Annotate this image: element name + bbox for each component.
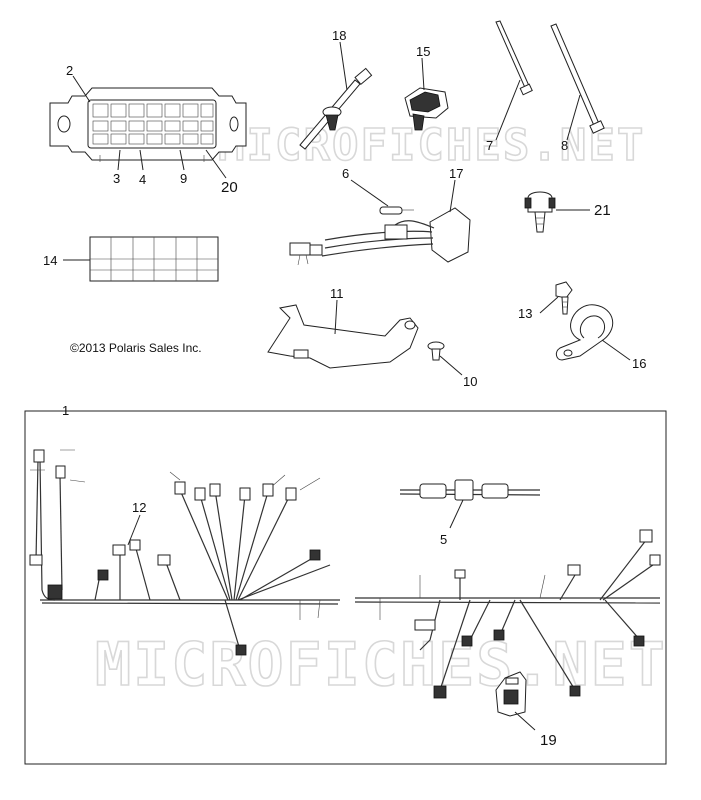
callout-1: 1 [62,403,69,418]
copyright-text: ©2013 Polaris Sales Inc. [70,341,202,355]
inline-fuse-holder[interactable] [399,479,541,501]
callout-7: 7 [486,138,493,153]
harness-clip[interactable] [524,191,556,233]
cable-tie-short[interactable] [495,20,533,96]
edge-clip[interactable] [404,87,449,131]
callout-10: 10 [463,374,477,389]
fuse-label-decal[interactable] [89,236,219,282]
callout-11: 11 [330,286,344,301]
left-harness-connectors [29,449,321,656]
callout-4: 4 [139,172,146,187]
callout-19: 19 [540,732,557,749]
main-harness-left[interactable] [30,449,340,651]
callout-6: 6 [342,166,349,181]
callout-14: 14 [43,253,57,268]
callout-8: 8 [561,138,568,153]
main-harness-right[interactable] [354,534,661,691]
callout-17: 17 [449,166,463,181]
cable-tie-long[interactable] [550,23,605,134]
connector-pin[interactable] [379,206,414,215]
callout-9: 9 [180,171,187,186]
harness-module[interactable] [495,671,527,717]
watermark-top: MICROFICHES.NET [218,120,645,171]
callout-5: 5 [440,532,447,547]
callout-18: 18 [332,28,346,43]
mounting-bracket[interactable] [267,304,419,369]
callout-2: 2 [66,63,73,78]
callout-13: 13 [518,306,532,321]
callout-12: 12 [132,500,146,515]
relay-harness[interactable] [289,207,471,266]
p-clamp[interactable] [555,304,614,361]
callout-21: 21 [594,202,611,219]
push-rivet[interactable] [427,341,445,361]
callout-16: 16 [632,356,646,371]
fuse-relay-box[interactable] [49,87,247,162]
right-harness-connectors [414,529,661,699]
callout-20: 20 [221,179,238,196]
callout-15: 15 [416,44,430,59]
main-harness-frame [24,410,667,765]
cable-tie-mount[interactable] [299,67,373,150]
callout-3: 3 [113,171,120,186]
watermark-bottom: MICROFICHES.NET [95,630,667,700]
screw[interactable] [555,281,573,315]
